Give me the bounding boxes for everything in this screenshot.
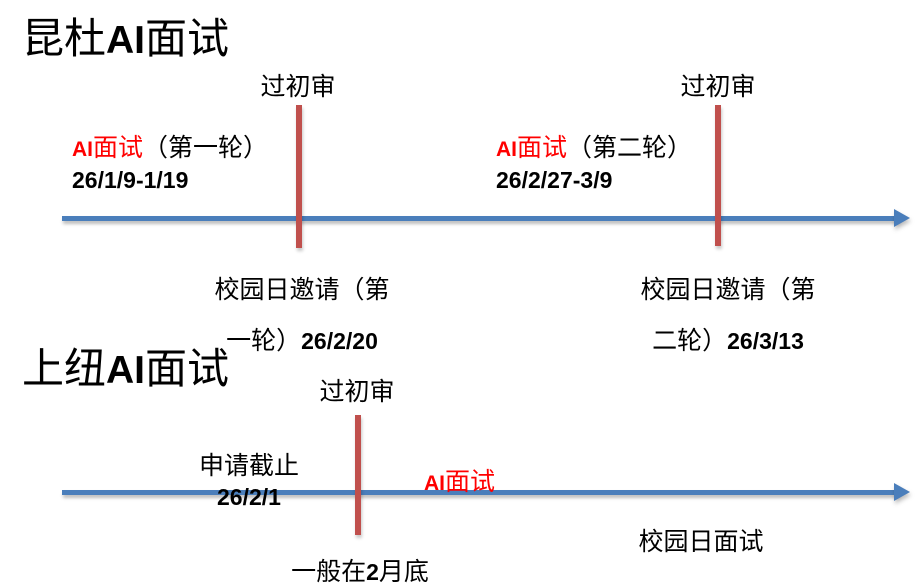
event-label-kundu-ai-interview-round1: AI面试（第一轮） 26/1/9-1/19 [72,114,268,214]
timeline-axis-kundu [62,216,898,221]
section-title-shangniu: 上纽AI面试 [22,349,229,391]
ai-label-paren-round1: （第一轮） [143,134,269,162]
ai-label-cjk-shangniu: 面试 [445,468,496,496]
ai-label-cjk-round1: 面试 [93,134,144,162]
ai-label-latin-shangniu: AI [424,471,445,495]
event-label-shangniu-campus-day-interview: 校园日面试 [638,529,764,556]
application-deadline-date: 26/2/1 [217,484,281,511]
timeline-arrowhead-shangniu [894,483,910,501]
typical-timing-tail: 月底 [378,558,429,586]
ai-label-date-round1: 26/1/9-1/19 [72,167,189,194]
event-label-shangniu-application-deadline: 申请截止 26/2/1 [186,432,312,531]
marker-label-shangniu-screening: 过初审 [319,379,395,406]
event-marker-shangniu-screening [355,415,361,535]
section-title-shangniu-lead: 上纽 [22,347,107,393]
event-label-kundu-campus-day-round2: 校园日邀请（第 二轮）26/3/13 [622,256,834,377]
event-label-shangniu-typical-timing: 一般在2月底 [276,538,444,587]
section-title-shangniu-tail: 面试 [145,347,230,393]
ai-label-date-round2: 26/2/27-3/9 [496,167,613,194]
campus-day-round2-line2-cjk: 二轮） [652,327,728,355]
section-title-kundu-lead: 昆杜 [22,17,107,63]
section-title-kundu-tail: 面试 [145,17,230,63]
event-marker-kundu-round1 [296,105,302,248]
ai-label-latin-round2: AI [496,137,517,161]
event-label-kundu-ai-interview-round2: AI面试（第二轮） 26/2/27-3/9 [496,114,692,214]
ai-label-cjk-round2: 面试 [517,134,568,162]
ai-label-latin-round1: AI [72,137,93,161]
section-title-shangniu-latin: AI [106,349,146,392]
marker-label-kundu-round2-screening: 过初审 [680,74,756,101]
event-label-shangniu-ai-interview: AI面试 [424,448,495,498]
event-marker-kundu-round2 [715,105,721,246]
campus-day-round2-line1: 校园日邀请（第 [640,276,816,304]
campus-day-round2-date: 26/3/13 [727,327,804,354]
typical-timing-month: 2 [366,558,379,585]
application-deadline-line1: 申请截止 [198,452,299,480]
event-label-kundu-campus-day-round1: 校园日邀请（第 一轮）26/2/20 [196,256,408,377]
section-title-kundu: 昆杜AI面试 [22,19,229,61]
timeline-axis-shangniu [62,490,898,495]
campus-day-round1-line1: 校园日邀请（第 [214,276,390,304]
campus-day-round1-line2-cjk: 一轮） [226,327,302,355]
timeline-arrowhead-kundu [894,209,910,227]
section-title-kundu-latin: AI [106,19,146,62]
campus-day-round1-date: 26/2/20 [301,327,378,354]
ai-label-paren-round2: （第二轮） [567,134,693,162]
typical-timing-lead: 一般在 [291,558,367,586]
marker-label-kundu-round1-screening: 过初审 [260,74,336,101]
